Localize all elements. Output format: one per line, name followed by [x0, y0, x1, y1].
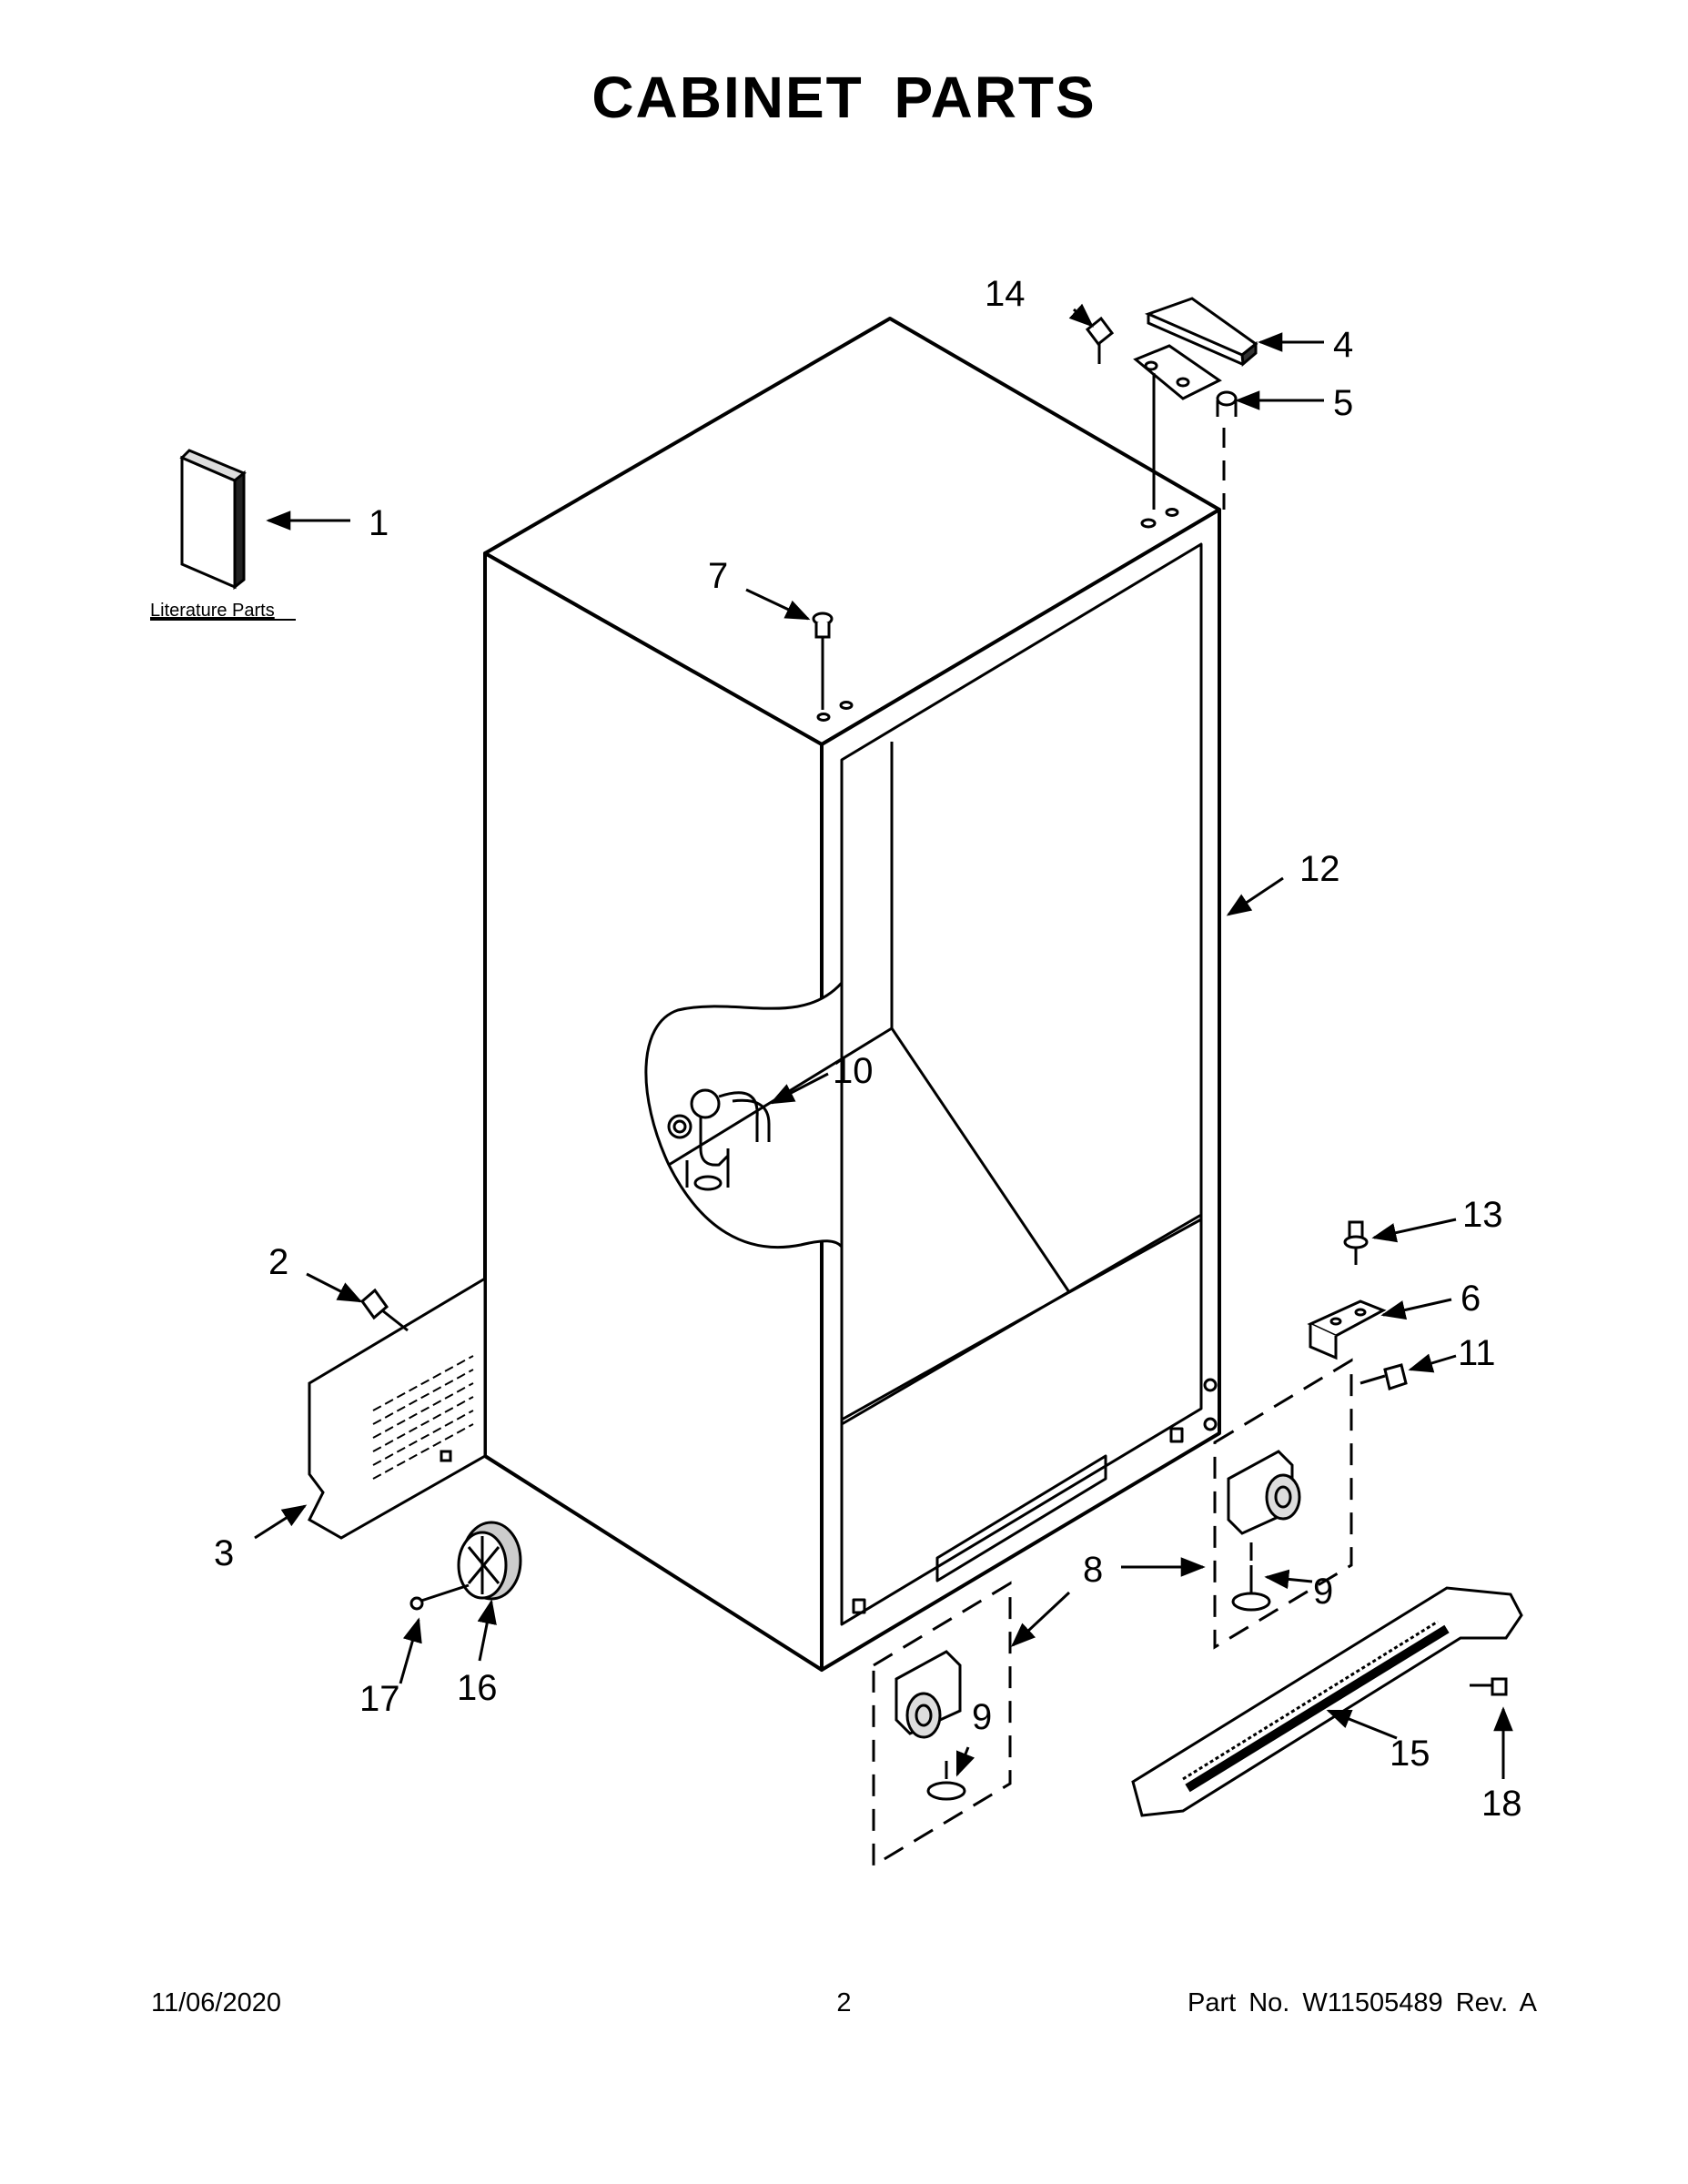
- callout-1: 1: [369, 503, 389, 543]
- base-grille-part: [1131, 1586, 1523, 1817]
- screw-part-2: [359, 1288, 409, 1332]
- callout-12: 12: [1299, 849, 1340, 889]
- screw-part-18: [1470, 1677, 1508, 1696]
- cabinet-part: [483, 317, 1221, 1672]
- literature-parts-label: Literature Parts: [150, 601, 275, 621]
- callout-17: 17: [359, 1679, 400, 1719]
- callout-16: 16: [457, 1668, 498, 1708]
- footer-page-number: 2: [836, 1988, 852, 2017]
- callout-3: 3: [214, 1533, 234, 1573]
- axle-pin-part: [409, 1583, 470, 1611]
- drain-tube-part: [667, 1088, 771, 1191]
- callout-18: 18: [1481, 1784, 1522, 1824]
- callout-5: 5: [1333, 383, 1353, 423]
- callout-8: 8: [1083, 1550, 1103, 1590]
- callout-4: 4: [1333, 325, 1353, 365]
- callout-6: 6: [1461, 1279, 1481, 1319]
- wheel-part: [457, 1521, 522, 1601]
- literature-booklet-part: [179, 449, 247, 591]
- callout-14: 14: [985, 274, 1026, 314]
- page-title: CABINET PARTS: [591, 65, 1097, 130]
- leveler-assembly-rear: [1213, 1358, 1353, 1650]
- bolt-part-7: [812, 612, 834, 639]
- callout-11: 11: [1458, 1333, 1496, 1373]
- callout-labels: 1 2 3 4 5 6 7 8 9 9 10 11 12 13 14 15 16…: [214, 274, 1522, 1824]
- leveler-assembly-front: [872, 1581, 1012, 1868]
- footer-part-number: Part No. W11505489 Rev. A: [1187, 1988, 1537, 2017]
- callout-9-rear: 9: [1313, 1572, 1333, 1612]
- callout-7: 7: [708, 556, 728, 596]
- top-hinge-part: [1133, 344, 1238, 417]
- footer-date: 11/06/2020: [151, 1988, 281, 2017]
- callout-13: 13: [1462, 1195, 1503, 1235]
- callout-10: 10: [833, 1051, 874, 1091]
- screw-part-11: [1359, 1363, 1408, 1390]
- rear-panel-part: [308, 1276, 487, 1540]
- callout-9-front: 9: [972, 1697, 992, 1737]
- screw-part-13: [1343, 1220, 1369, 1265]
- callout-15: 15: [1390, 1734, 1430, 1774]
- bracket-part-6: [1307, 1299, 1387, 1360]
- callout-arrows: [254, 303, 1513, 1779]
- hinge-cover-part: [1144, 297, 1258, 368]
- callout-2: 2: [268, 1242, 288, 1282]
